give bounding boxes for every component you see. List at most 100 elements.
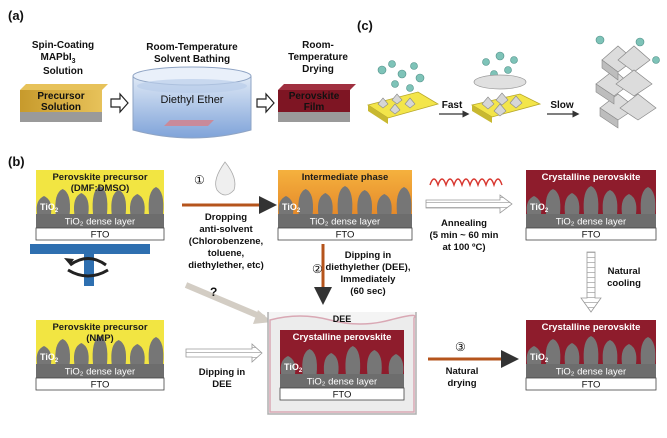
tio2-particle bbox=[129, 194, 145, 214]
cooling-line-1: Natural bbox=[608, 266, 641, 277]
fast-label: Fast bbox=[442, 100, 463, 111]
film-top bbox=[278, 84, 356, 90]
fto-label: FTO bbox=[91, 380, 110, 391]
tio2-particle bbox=[92, 336, 108, 364]
tio2-particle bbox=[323, 353, 339, 374]
droplet-icon bbox=[215, 161, 236, 196]
dense-layer-label: TiO₂ dense layer bbox=[556, 367, 626, 378]
tio2-particle bbox=[388, 354, 404, 374]
panel-a-tag: (a) bbox=[8, 8, 24, 23]
drying-label-1: Room- bbox=[302, 40, 334, 51]
plate-fast-1 bbox=[367, 91, 440, 119]
step1-line-2: anti-solvent bbox=[199, 224, 253, 235]
dense-layer bbox=[36, 364, 164, 378]
tio2-particle bbox=[55, 339, 71, 364]
step3-line-2: drying bbox=[447, 378, 476, 389]
film-substrate bbox=[278, 112, 350, 122]
bath-label-1: Room-Temperature bbox=[146, 42, 238, 53]
step3-line-1: Natural bbox=[446, 366, 479, 377]
tio2-particle bbox=[302, 349, 317, 374]
fast-nucleation-mid bbox=[470, 51, 542, 123]
annealing-line-3: at 100 ºC) bbox=[442, 242, 485, 253]
tio2-particle bbox=[317, 193, 333, 214]
tio2-particle bbox=[73, 343, 89, 364]
fto-label: FTO bbox=[336, 230, 355, 241]
tio2-particle bbox=[55, 189, 71, 214]
spin-coating-label: Spin-Coating bbox=[32, 40, 94, 51]
tio2-label: TiO2 bbox=[530, 352, 549, 364]
device-title: Intermediate phase bbox=[302, 172, 389, 183]
small-crystals-1 bbox=[377, 93, 416, 115]
dense-layer-label: TiO₂ dense layer bbox=[65, 367, 135, 378]
device-title: Crystalline perovskite bbox=[542, 322, 641, 333]
tio2-particle bbox=[640, 337, 656, 364]
spin-shaft bbox=[84, 254, 94, 286]
tio2-label: TiO2 bbox=[40, 202, 59, 214]
dipping-line-2: DEE bbox=[212, 379, 232, 390]
annealing-arrow bbox=[425, 194, 513, 214]
dense-layer-label: TiO₂ dense layer bbox=[310, 217, 380, 228]
dipping-line-1: Dipping in bbox=[199, 367, 246, 378]
fto-layer bbox=[277, 227, 413, 241]
dense-layer-label: TiO₂ dense layer bbox=[556, 217, 626, 228]
tio2-particle bbox=[545, 339, 561, 364]
step3-num: ③ bbox=[455, 340, 466, 354]
arrow-a2 bbox=[256, 92, 275, 114]
annealing-line-2: (5 min ~ 60 min bbox=[430, 230, 499, 241]
tio2-particle bbox=[92, 186, 108, 214]
immersed-film bbox=[164, 120, 214, 126]
dense-layer bbox=[526, 364, 656, 378]
dense-layer bbox=[278, 214, 412, 228]
dense-layer-label: TiO₂ dense layer bbox=[307, 377, 377, 388]
step2-line-2: diethylether (DEE), bbox=[326, 262, 411, 273]
precursor-top bbox=[20, 84, 108, 90]
bath-label-2: Solvent Bathing bbox=[154, 54, 230, 65]
film-text-2: Film bbox=[304, 102, 325, 113]
tio2-particle bbox=[621, 344, 637, 364]
tio2-particle bbox=[376, 194, 392, 214]
step-spin-coating: Spin-Coating MAPbI3 Solution Precursor S… bbox=[20, 40, 108, 122]
tio2-particle bbox=[298, 189, 314, 214]
diethyl-ether-label: Diethyl Ether bbox=[161, 94, 224, 106]
absorber-layer bbox=[280, 330, 404, 374]
tio2-particle bbox=[111, 190, 127, 214]
spin-chuck bbox=[30, 244, 150, 254]
fto-label: FTO bbox=[582, 380, 601, 391]
tio2-particle bbox=[129, 344, 145, 364]
tio2-particle bbox=[602, 190, 618, 214]
precursor-text-1: Precursor bbox=[37, 91, 84, 102]
heating-coil bbox=[429, 178, 503, 188]
step1-line-5: diethylether, etc) bbox=[188, 260, 264, 271]
dee-label: DEE bbox=[333, 314, 352, 324]
tio2-particle bbox=[602, 340, 618, 364]
tio2-particle bbox=[545, 189, 561, 214]
fto-layer bbox=[35, 377, 165, 391]
fto-label: FTO bbox=[91, 230, 110, 241]
fast-nucleation-scene bbox=[367, 60, 440, 124]
tio2-particle bbox=[621, 194, 637, 214]
spin-coater bbox=[30, 244, 150, 286]
step2-line-1: Dipping in bbox=[345, 250, 392, 261]
solvent-molecules bbox=[377, 60, 425, 92]
tio2-particle bbox=[396, 187, 412, 214]
tio2-particle bbox=[73, 193, 89, 214]
precursor-block bbox=[20, 90, 102, 112]
step1-line-3: (Chlorobenzene, bbox=[189, 236, 263, 247]
panel-c-tag: (c) bbox=[357, 18, 373, 33]
tio2-particle bbox=[640, 187, 656, 214]
evaporating-layer bbox=[473, 74, 527, 90]
tio2-particle bbox=[278, 196, 294, 214]
large-crystal-stack bbox=[595, 35, 660, 129]
coil-icon bbox=[429, 178, 503, 188]
fto-label: FTO bbox=[582, 230, 601, 241]
device-subtitle: (NMP) bbox=[86, 333, 113, 344]
